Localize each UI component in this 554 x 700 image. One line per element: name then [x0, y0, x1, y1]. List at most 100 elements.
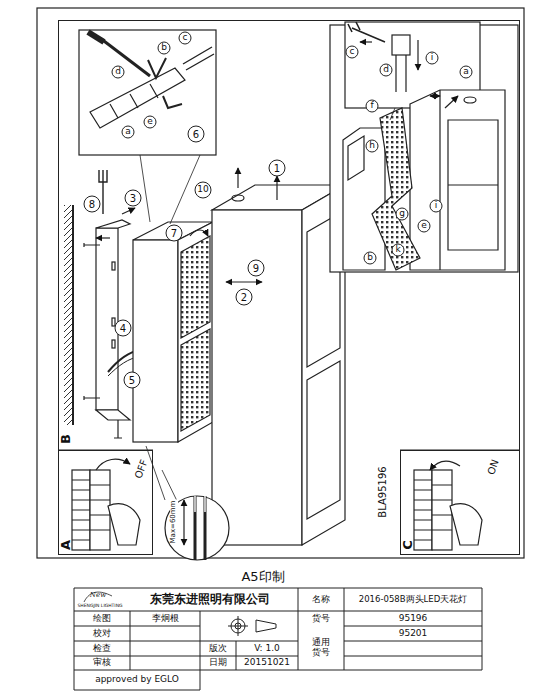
- table-cell: 95201: [399, 629, 428, 639]
- drawing-stroke: [90, 470, 110, 550]
- switch-state: OFF: [133, 458, 150, 480]
- drawing-stroke: [163, 96, 182, 108]
- drawing-stroke: [96, 459, 130, 470]
- table-cell: approved by EGLO: [95, 675, 179, 685]
- drawing-stroke: [84, 243, 100, 400]
- print-note: A5印制: [241, 570, 284, 584]
- drawing-stroke: [417, 40, 418, 70]
- drawing-stroke: [372, 108, 420, 270]
- drawing-stroke: [392, 244, 404, 256]
- drawing-stroke: [122, 208, 135, 214]
- callout-number: 9: [253, 263, 259, 274]
- drawing-stroke: [112, 318, 115, 326]
- callout-number: 1: [274, 163, 280, 174]
- drawing-stroke: [432, 470, 452, 550]
- table-cell: 2016-058B两头LED天花灯: [359, 595, 467, 604]
- drawing-stroke: [144, 116, 156, 128]
- drawing-stroke: [115, 320, 131, 336]
- detail-letter: i: [431, 53, 434, 63]
- panel-letter: B: [59, 434, 73, 444]
- drawing-stroke: [346, 46, 358, 58]
- drawing-stroke: [392, 35, 410, 55]
- drawing-stroke: [228, 616, 248, 636]
- drawing-stroke: [226, 281, 262, 282]
- detail-letter: a: [125, 127, 131, 137]
- drawing-stroke: [125, 190, 141, 206]
- drawing-stroke: [96, 220, 130, 228]
- detail-letter: f: [370, 101, 373, 111]
- drawing-stroke: [432, 485, 452, 530]
- callout-number: 3: [130, 193, 136, 204]
- drawing-stroke: [37, 8, 524, 558]
- drawing-stroke: [430, 95, 440, 96]
- detail-letter: h: [369, 141, 375, 151]
- drawing-stroke: [256, 620, 276, 632]
- instruction-panel: A OFF: [58, 450, 153, 555]
- table-cell: 版次: [209, 644, 227, 654]
- callout-number: 7: [171, 228, 177, 239]
- logo-text: SHENGJIN LIGHTING: [77, 604, 122, 609]
- drawing-stroke: [390, 108, 395, 120]
- drawing-stroke: [72, 480, 90, 540]
- drawing-stroke: [130, 588, 344, 670]
- drawing-stroke: [178, 222, 213, 442]
- table-cell: 校对: [93, 629, 111, 639]
- drawing-stroke: [165, 496, 229, 560]
- drawing-stroke: [410, 90, 505, 270]
- instruction-panel: CON: [400, 450, 520, 555]
- drawing-stroke: [360, 41, 372, 42]
- drawing-stroke: [84, 592, 112, 602]
- drawing-stroke: [232, 195, 244, 201]
- drawing-stroke: [122, 126, 134, 138]
- detail-letter: b: [161, 43, 167, 53]
- panel-letter: A: [59, 540, 73, 550]
- detail-letter: d: [383, 65, 389, 75]
- callout-number: 6: [193, 129, 199, 140]
- table-cell: 货号: [312, 614, 330, 624]
- drawing-stroke: [396, 55, 406, 92]
- table-cell: 名称: [312, 595, 330, 605]
- drawing-stroke: [100, 38, 150, 76]
- callout-number: 5: [129, 375, 135, 386]
- drawing-stroke: [96, 228, 118, 410]
- detail-letter: d: [115, 67, 121, 77]
- drawing-stroke: [112, 262, 115, 270]
- drawing-stroke: [84, 196, 100, 212]
- drawing-stroke: [179, 32, 191, 44]
- detail-letter: i: [435, 201, 438, 211]
- table-cell: V: 1.0: [254, 644, 280, 654]
- drawing-stroke: [72, 205, 74, 425]
- drawing-stroke: [307, 361, 340, 519]
- drawing-stroke: [181, 236, 210, 338]
- detail-letter: c: [350, 47, 355, 57]
- drawing-stroke: [269, 160, 285, 176]
- drawing-stroke: [114, 420, 122, 438]
- drawing-stroke: [188, 126, 204, 142]
- callout-number: 10: [197, 185, 208, 195]
- drawing-stroke: [236, 289, 252, 305]
- drawing-stroke: [90, 485, 110, 530]
- drawing-stroke: [74, 611, 482, 670]
- dimension-label: Max=60mm: [170, 500, 178, 545]
- table-cell: 95196: [399, 614, 428, 624]
- drawing-stroke: [343, 128, 385, 270]
- drawing-stroke: [414, 470, 432, 550]
- instruction-panel: B: [58, 20, 520, 450]
- drawing-stroke: [248, 260, 264, 276]
- drawing-stroke: [430, 461, 460, 470]
- drawing-stroke: [418, 220, 430, 232]
- drawing-stroke: [195, 496, 205, 512]
- drawing-stroke: [88, 32, 104, 42]
- switch-state: ON: [485, 458, 501, 476]
- drawing-stroke: [183, 47, 214, 70]
- detail-letter: g: [399, 209, 405, 219]
- drawing-stroke: [430, 200, 442, 212]
- drawing-stroke: [195, 182, 211, 198]
- callout-number: 4: [120, 323, 126, 334]
- company-name: 东莞东进照明有限公司: [150, 593, 270, 606]
- drawing-stroke: [276, 176, 277, 200]
- drawing-stroke: [464, 97, 476, 103]
- drawing-stroke: [212, 210, 302, 545]
- drawing-stroke: [148, 58, 166, 78]
